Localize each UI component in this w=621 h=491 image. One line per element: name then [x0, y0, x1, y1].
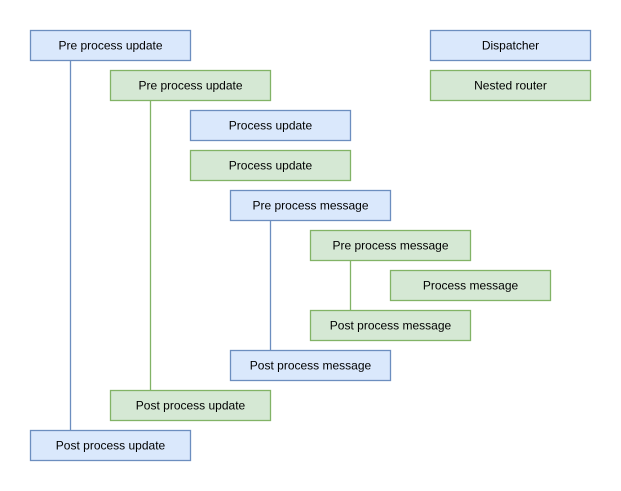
svg-text:Pre process update: Pre process update: [138, 79, 242, 93]
svg-text:Pre process message: Pre process message: [332, 239, 448, 253]
svg-text:Nested router: Nested router: [474, 79, 547, 93]
svg-text:Pre process message: Pre process message: [252, 199, 368, 213]
svg-text:Process message: Process message: [423, 279, 519, 293]
svg-text:Process update: Process update: [229, 159, 313, 173]
svg-text:Post process update: Post process update: [136, 399, 246, 413]
svg-text:Post process message: Post process message: [250, 359, 372, 373]
svg-text:Post process update: Post process update: [56, 439, 166, 453]
svg-text:Post process message: Post process message: [330, 319, 452, 333]
svg-text:Pre process update: Pre process update: [58, 39, 162, 53]
svg-text:Process update: Process update: [229, 119, 313, 133]
svg-text:Dispatcher: Dispatcher: [482, 39, 539, 53]
